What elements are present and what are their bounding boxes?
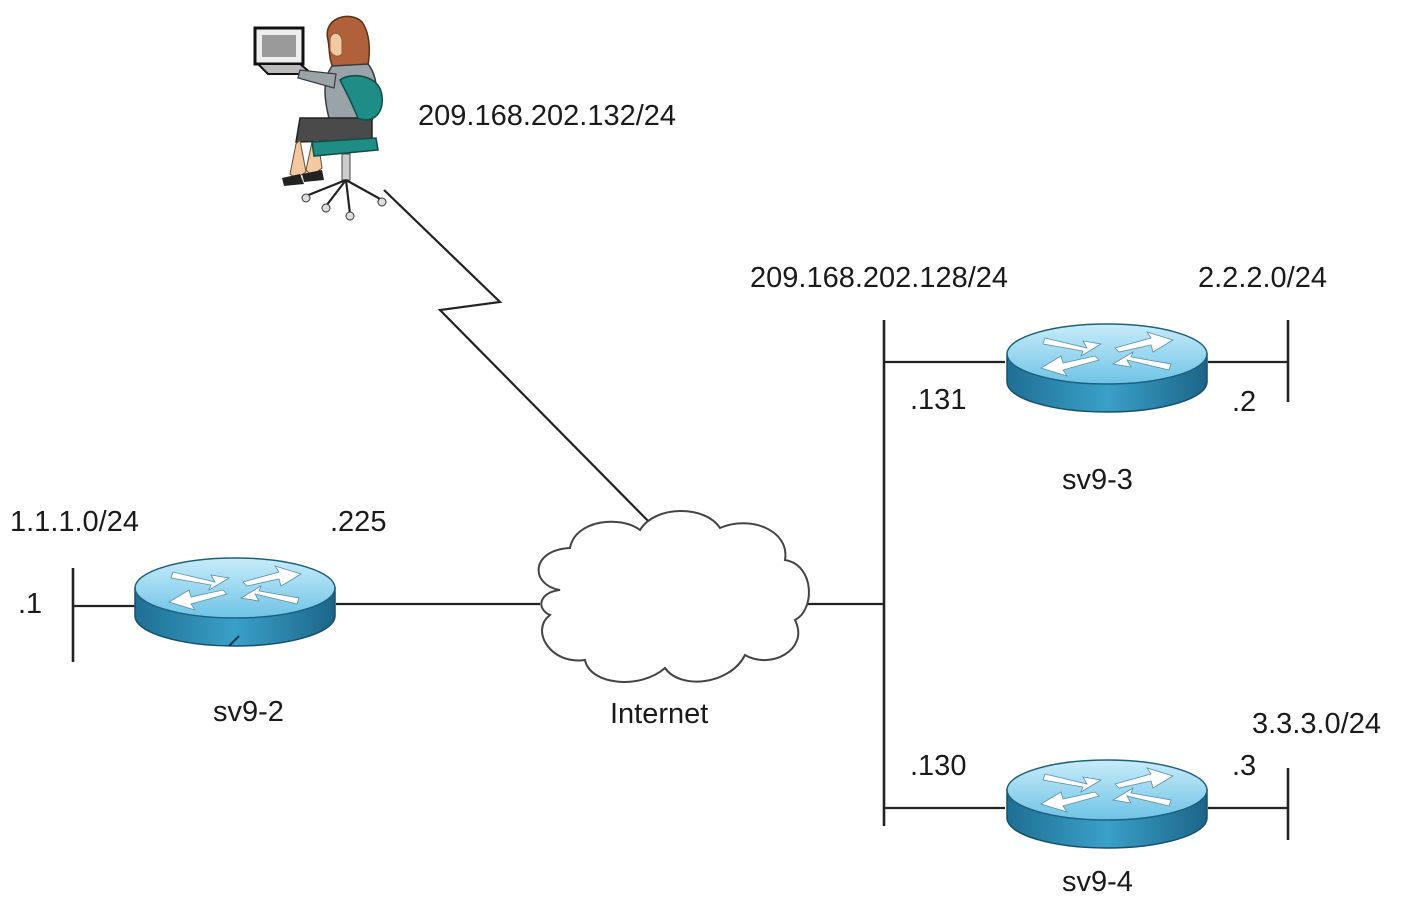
cloud-icon	[537, 510, 810, 683]
router-icon	[134, 557, 336, 647]
host-subnet-label: 209.168.202.132/24	[418, 100, 677, 132]
router-icon	[1006, 759, 1208, 849]
internet-label: Internet	[610, 698, 709, 730]
sv9-3-router-name: sv9-3	[1062, 464, 1133, 496]
sv9-2-wan-interface-label: .225	[330, 506, 387, 538]
sv9-3-stub-subnet-label: 2.2.2.0/24	[1198, 262, 1327, 294]
user-at-laptop-icon	[253, 15, 387, 221]
sv9-4-router-name: sv9-4	[1062, 866, 1133, 898]
sv9-3-lan-interface-label: .131	[910, 384, 967, 416]
sv9-4-lan-interface-label: .130	[910, 750, 967, 782]
router-icon	[1006, 323, 1208, 413]
sv9-4-stub-interface-label: .3	[1232, 750, 1257, 782]
sv9-3-stub-interface-label: .2	[1232, 386, 1257, 418]
lan-subnet-label: 209.168.202.128/24	[750, 262, 1009, 294]
sv9-2-lan-interface-label: .1	[18, 588, 43, 620]
sv9-2-lan-subnet-label: 1.1.1.0/24	[10, 506, 139, 538]
sv9-2-router-name: sv9-2	[213, 696, 284, 728]
sv9-4-stub-subnet-label: 3.3.3.0/24	[1252, 708, 1381, 740]
serial-link-host-to-internet	[383, 189, 656, 529]
